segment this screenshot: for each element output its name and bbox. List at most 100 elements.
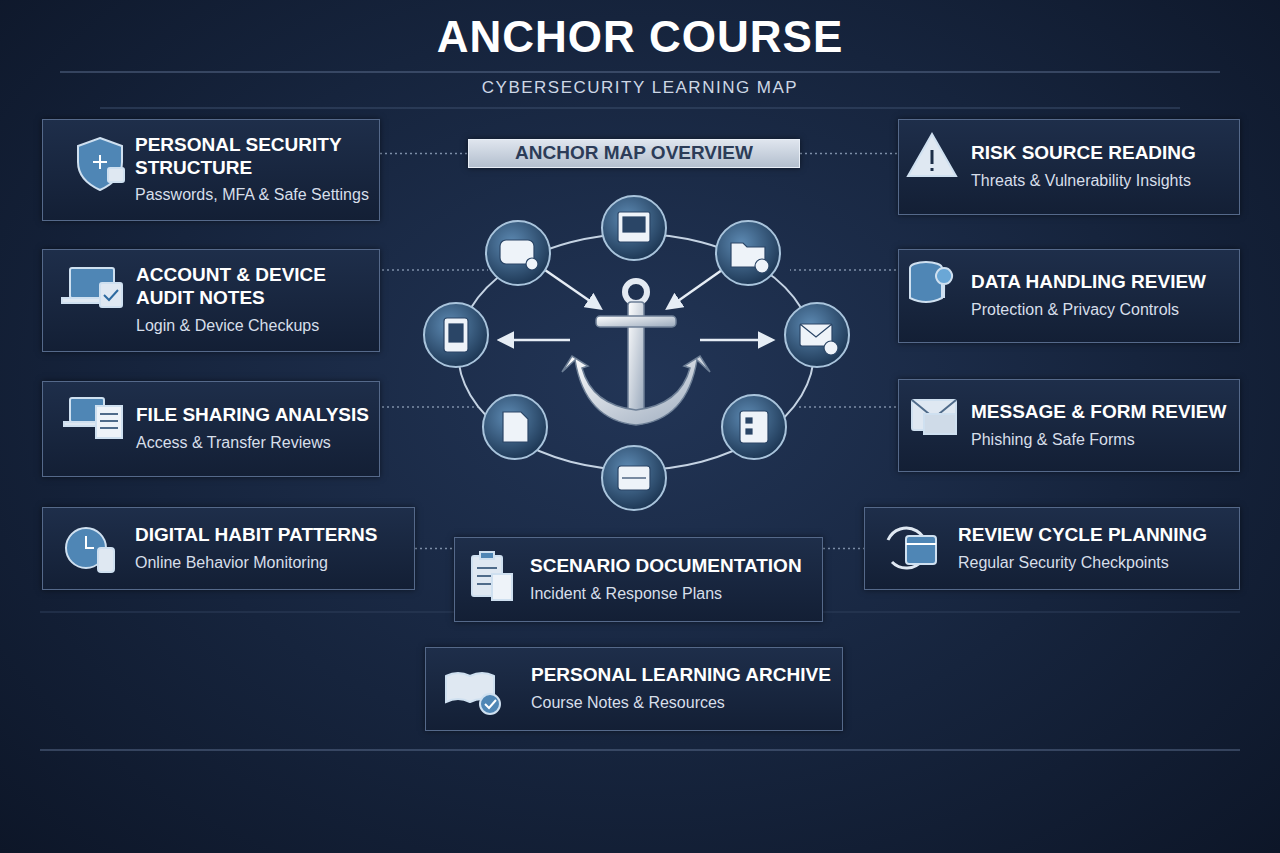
warning-icon-part bbox=[908, 134, 956, 176]
warning-icon-part bbox=[931, 150, 934, 171]
book-check-icon-part bbox=[485, 700, 496, 708]
clipboard-icon-part bbox=[492, 574, 512, 600]
topic-box: ACCOUNT & DEVICE AUDIT NOTES Login & Devi… bbox=[42, 249, 380, 352]
box-heading: DATA HANDLING REVIEW bbox=[971, 271, 1231, 294]
clock-device-icon-part bbox=[66, 528, 106, 568]
leader-lines-part bbox=[382, 406, 478, 408]
clipboard-icon-part bbox=[480, 552, 494, 559]
shield-lock-icon-part bbox=[108, 168, 124, 182]
clock-device-icon bbox=[66, 528, 114, 572]
leader-lines-part bbox=[796, 406, 896, 408]
shield-lock-icon-part bbox=[93, 155, 107, 169]
overview-banner: ANCHOR MAP OVERVIEW bbox=[468, 139, 800, 168]
box-description: Incident & Response Plans bbox=[530, 584, 814, 605]
circle-glyphs bbox=[444, 212, 838, 490]
shield-lock-icon bbox=[78, 138, 124, 190]
box-description: Protection & Privacy Controls bbox=[971, 300, 1231, 321]
box-description: Phishing & Safe Forms bbox=[971, 430, 1231, 451]
circle-glyphs-part bbox=[755, 259, 769, 273]
laptop-file-icon bbox=[64, 398, 122, 438]
monitor-check-icon-part bbox=[104, 290, 118, 300]
database-pin-icon-part bbox=[910, 268, 942, 302]
icon-circles-part bbox=[722, 395, 786, 459]
book-check-icon bbox=[446, 673, 500, 714]
clipboard-icon-part bbox=[477, 568, 497, 584]
box-description: Regular Security Checkpoints bbox=[958, 553, 1231, 574]
icon-circles-part bbox=[483, 395, 547, 459]
clipboard-icon bbox=[472, 552, 512, 600]
icon-circles-part bbox=[785, 303, 849, 367]
laptop-file-icon-part bbox=[100, 414, 118, 428]
calendar-cycle-icon-part bbox=[906, 536, 936, 564]
circle-glyphs-part bbox=[526, 258, 538, 270]
icon-circles-part bbox=[602, 446, 666, 510]
topic-box: SCENARIO DOCUMENTATION Incident & Respons… bbox=[454, 537, 823, 622]
rule-lines-part bbox=[100, 108, 1180, 109]
clock-device-icon-part bbox=[98, 548, 114, 572]
leader-lines-part bbox=[382, 269, 488, 271]
monitor-check-icon bbox=[62, 268, 122, 307]
shield-lock-icon-part bbox=[78, 138, 122, 190]
circle-glyphs-part bbox=[503, 412, 528, 442]
box-description: Access & Transfer Reviews bbox=[136, 433, 371, 454]
box-description: Course Notes & Resources bbox=[531, 693, 834, 714]
dotted-connector bbox=[800, 153, 898, 155]
flow-arrows-part bbox=[668, 270, 722, 308]
circle-glyphs-part bbox=[824, 341, 838, 355]
circle-glyphs-part bbox=[449, 324, 463, 342]
box-description: Online Behavior Monitoring bbox=[135, 553, 406, 574]
rule-lines-part bbox=[60, 72, 1220, 73]
dotted-connector bbox=[823, 548, 864, 550]
subtitle-label: CYBERSECURITY LEARNING MAP bbox=[0, 78, 1280, 98]
envelope-icon-part bbox=[912, 400, 956, 418]
monitor-check-icon-part bbox=[100, 283, 122, 307]
icon-circles-part bbox=[602, 196, 666, 260]
envelope-icon bbox=[912, 400, 956, 434]
database-pin-icon-part bbox=[910, 262, 942, 274]
box-icons-part bbox=[62, 134, 956, 714]
box-heading: REVIEW CYCLE PLANNING bbox=[958, 524, 1231, 547]
box-heading: SCENARIO DOCUMENTATION bbox=[530, 555, 814, 578]
book-check-icon-part bbox=[480, 694, 500, 714]
topic-box: PERSONAL SECURITY STRUCTUREPasswords, MF… bbox=[42, 119, 380, 221]
icon-circles-part bbox=[486, 221, 550, 285]
anchor-illustration-part bbox=[562, 356, 710, 425]
calendar-cycle-icon bbox=[888, 528, 936, 568]
topic-box: RISK SOURCE READINGThreats & Vulnerabili… bbox=[898, 119, 1240, 215]
circle-glyphs-part bbox=[444, 318, 468, 352]
anchor-illustration-part bbox=[596, 316, 676, 327]
topic-box: MESSAGE & FORM REVIEWPhishing & Safe For… bbox=[898, 379, 1240, 472]
box-description: Login & Device Checkups bbox=[136, 316, 371, 337]
flow-arrows-part bbox=[545, 270, 600, 308]
icon-circles-part bbox=[424, 303, 488, 367]
icon-circles-part bbox=[716, 221, 780, 285]
topic-box: REVIEW CYCLE PLANNING Regular Security Ch… bbox=[864, 507, 1240, 590]
book-check-icon-part bbox=[446, 673, 494, 702]
laptop-file-icon-part bbox=[70, 398, 104, 422]
box-heading: ACCOUNT & DEVICE AUDIT NOTES bbox=[136, 264, 371, 310]
page-title: ANCHOR COURSE bbox=[0, 12, 1280, 62]
circle-glyphs-part bbox=[800, 324, 832, 337]
flow-arrows-part bbox=[700, 339, 772, 342]
laptop-file-icon-part bbox=[64, 422, 108, 426]
box-heading: FILE SHARING ANALYSIS bbox=[136, 404, 371, 427]
box-heading: DIGITAL HABIT PATTERNS bbox=[135, 524, 406, 547]
calendar-cycle-icon-part bbox=[888, 528, 926, 568]
clock-device-icon-part bbox=[86, 536, 94, 548]
circle-glyphs-part bbox=[618, 212, 650, 242]
box-heading: PERSONAL LEARNING ARCHIVE bbox=[531, 664, 834, 687]
circle-glyphs-part bbox=[740, 411, 768, 443]
box-heading: ANCHOR MAP OVERVIEW bbox=[515, 142, 753, 165]
calendar-cycle-icon-part bbox=[906, 543, 936, 545]
dotted-connector bbox=[415, 548, 454, 550]
circle-glyphs-part bbox=[623, 217, 645, 232]
circle-glyphs-part bbox=[746, 418, 752, 423]
topic-box: DATA HANDLING REVIEW Protection & Privacy… bbox=[898, 249, 1240, 343]
box-heading: RISK SOURCE READING bbox=[971, 142, 1231, 165]
database-pin-icon bbox=[910, 262, 952, 302]
box-heading: PERSONAL SECURITY STRUCTURE bbox=[135, 134, 371, 180]
circle-glyphs-part bbox=[622, 477, 646, 478]
circle-glyphs-part bbox=[746, 429, 752, 434]
rule-lines bbox=[40, 72, 1240, 750]
envelope-icon-part bbox=[912, 400, 956, 430]
